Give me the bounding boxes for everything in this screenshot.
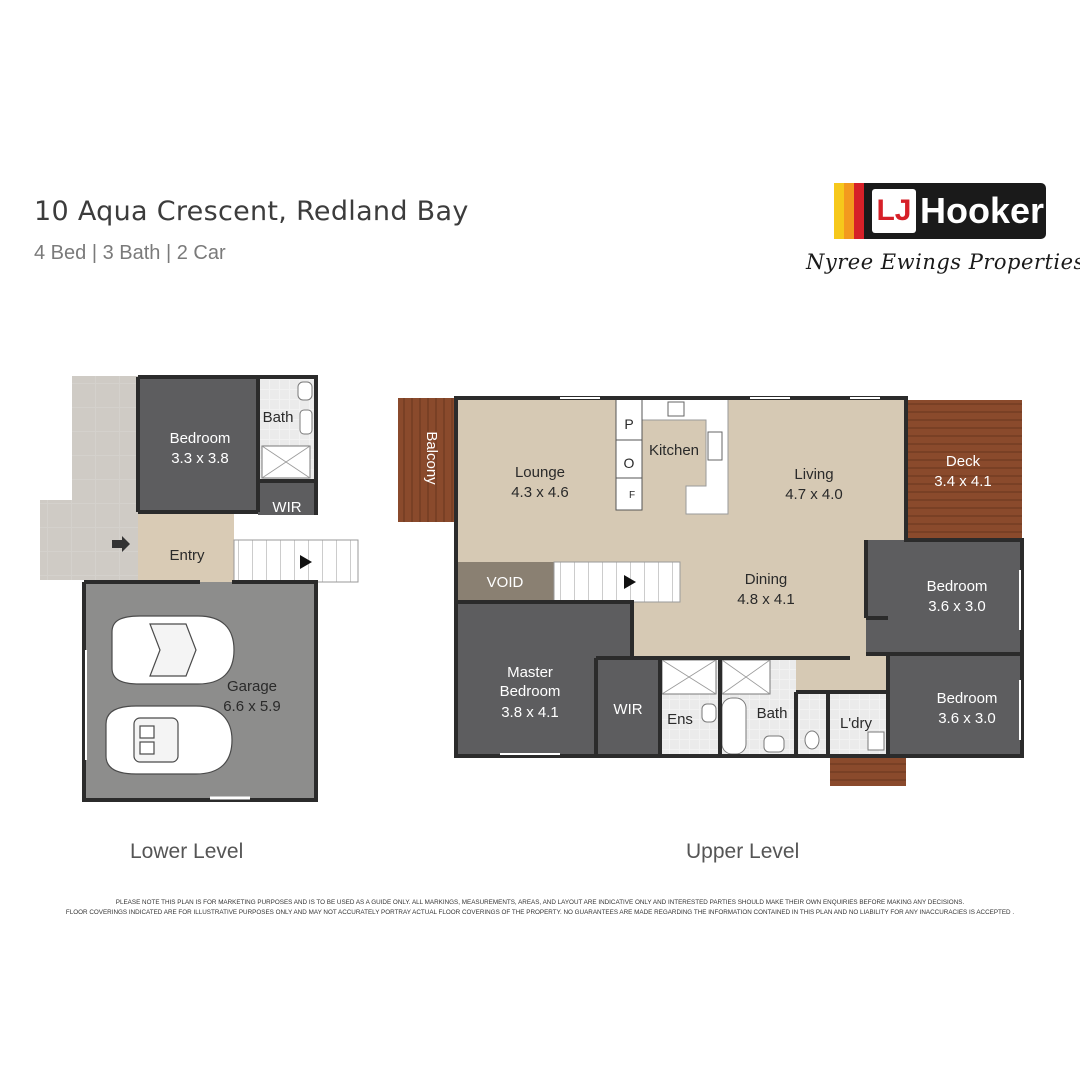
lower-paving (40, 376, 138, 580)
lower-level-plan (40, 375, 359, 802)
master-size: 3.8 x 4.1 (501, 704, 559, 721)
lower-bedroom-size: 3.3 x 3.8 (171, 450, 229, 467)
living-size: 4.7 x 4.0 (785, 486, 843, 503)
bedroom-3-size: 3.6 x 3.0 (938, 710, 996, 727)
car-convertible-icon (105, 705, 233, 775)
void-area (456, 562, 554, 602)
car-top-icon (111, 615, 235, 685)
disclaimer-line-2: FLOOR COVERINGS INDICATED ARE FOR ILLUST… (65, 909, 1015, 916)
bedroom-upper-right-floor (866, 540, 1022, 654)
pantry-label: P (624, 416, 633, 432)
garage-label: Garage (227, 678, 277, 695)
laundry-label: L'dry (840, 715, 873, 732)
bathtub-icon (721, 697, 747, 755)
lower-wir-floor (258, 481, 316, 515)
lower-bedroom-floor (138, 377, 258, 512)
lower-entry-floor (138, 512, 234, 582)
void-label: VOID (487, 574, 524, 591)
property-address: 10 Aqua Crescent, Redland Bay (34, 196, 469, 227)
pantry-cabinets (615, 397, 643, 511)
logo-wordmark: Hooker (920, 190, 1045, 231)
agency-signature: Nyree Ewings Properties (806, 250, 1080, 274)
master-bedroom-label: Bedroom (500, 683, 561, 700)
balcony-label: Balcony (423, 431, 440, 485)
lower-wir-label: WIR (272, 499, 301, 516)
upper-stairs (553, 561, 681, 603)
oven-label: O (624, 455, 635, 471)
bedroom-lower-right-floor (888, 654, 1022, 756)
deck-label: Deck (946, 453, 981, 470)
lower-stairs (233, 539, 359, 583)
dining-size: 4.8 x 4.1 (737, 591, 795, 608)
upper-wir-label: WIR (613, 701, 642, 718)
disclaimer-line-1: PLEASE NOTE THIS PLAN IS FOR MARKETING P… (115, 899, 965, 906)
deck-size: 3.4 x 4.1 (934, 473, 992, 490)
lounge-label: Lounge (515, 464, 565, 481)
balcony-deck (398, 398, 456, 522)
garage-size: 6.6 x 5.9 (223, 698, 281, 715)
upper-stairs-arrow-icon (624, 575, 636, 589)
entry-arrow-icon (112, 536, 130, 552)
stairs-arrow-icon (300, 555, 312, 569)
lower-bedroom-label: Bedroom (170, 430, 231, 447)
logo-lj-mark: LJ (872, 189, 916, 233)
kitchen-bench (641, 397, 729, 515)
ensuite-label: Ens (667, 711, 693, 728)
dining-label: Dining (745, 571, 788, 588)
bedroom-2-label: Bedroom (927, 578, 988, 595)
cooktop-icon (667, 401, 685, 417)
fridge-label: F (629, 490, 635, 501)
bedroom-3-label: Bedroom (937, 690, 998, 707)
lower-bath-label: Bath (263, 409, 294, 426)
upper-bath-label: Bath (757, 705, 788, 722)
master-label: Master (507, 664, 553, 681)
property-features: 4 Bed | 3 Bath | 2 Car (34, 242, 226, 264)
room-labels: Bedroom 3.3 x 3.8 Bath WIR Entry Garage … (169, 409, 997, 732)
living-label: Living (794, 466, 833, 483)
kitchen-label: Kitchen (649, 442, 699, 459)
main-living-floor (456, 398, 906, 692)
lj-hooker-logo: LJ Hooker (834, 183, 1046, 239)
upper-level-label: Upper Level (686, 840, 800, 863)
deck-floor (906, 400, 1022, 540)
rear-deck (830, 756, 906, 786)
sink-icon (707, 431, 723, 461)
disclaimer: PLEASE NOTE THIS PLAN IS FOR MARKETING P… (20, 898, 1060, 918)
entry-label: Entry (169, 547, 205, 564)
bedroom-2-size: 3.6 x 3.0 (928, 598, 986, 615)
master-wir-floor (596, 658, 660, 756)
lounge-size: 4.3 x 4.6 (511, 484, 569, 501)
upper-level-plan (398, 396, 1024, 786)
lower-level-label: Lower Level (130, 840, 244, 863)
